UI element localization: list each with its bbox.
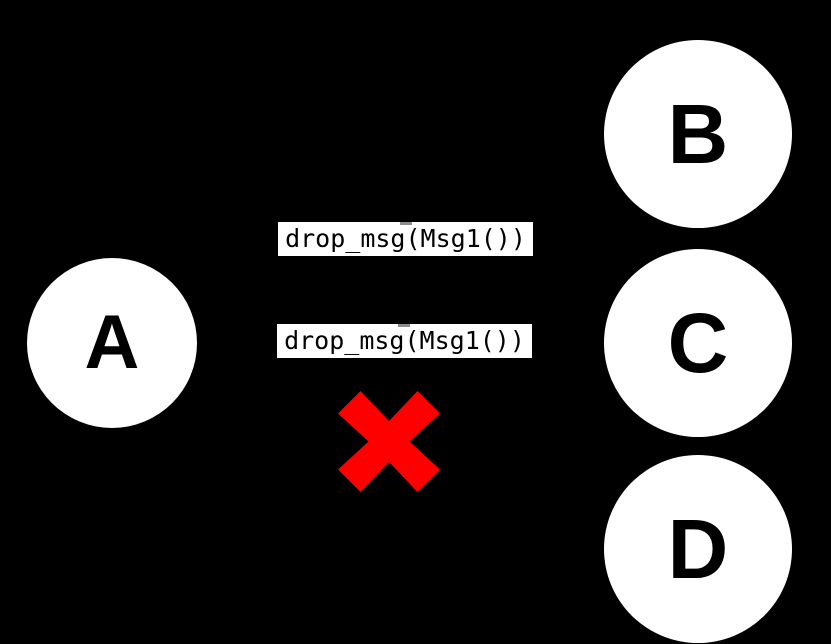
edge-line-notch-1 [400, 222, 412, 225]
node-b-label: B [667, 87, 729, 181]
edge-label-drop-msg-2: drop_msg(Msg1()) [277, 324, 532, 358]
node-c[interactable]: C [604, 249, 792, 437]
node-b[interactable]: B [604, 40, 792, 228]
node-d[interactable]: D [604, 455, 792, 643]
node-a[interactable]: A [27, 258, 197, 428]
edge-line-notch-2 [398, 324, 410, 327]
red-cross-icon [338, 391, 440, 492]
node-a-label: A [84, 300, 140, 385]
node-c-label: C [667, 296, 729, 390]
edge-label-drop-msg-1: drop_msg(Msg1()) [278, 222, 533, 256]
node-d-label: D [667, 502, 729, 596]
